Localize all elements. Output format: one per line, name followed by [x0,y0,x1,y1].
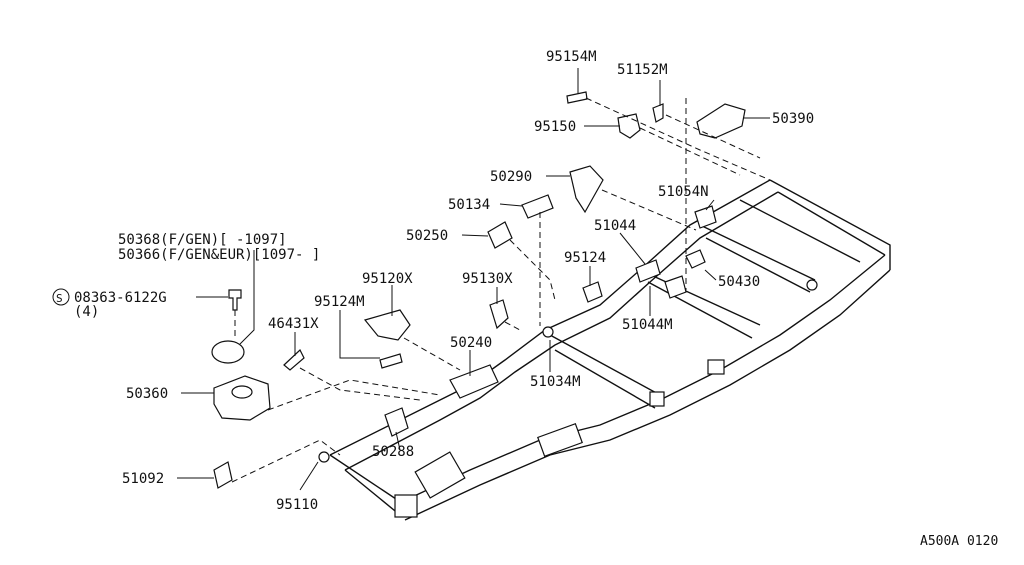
label-95154m: 95154M [546,49,597,65]
label-50134: 50134 [448,197,490,213]
part-50134-shape [521,194,554,219]
label-95120x: 95120X [362,271,413,287]
parts [211,91,746,489]
part-51044-shape [635,259,661,283]
part-51054n-shape [694,205,717,229]
part-50290-shape [569,165,604,214]
part-bolt-shape [228,289,242,311]
label-95130x: 95130X [462,271,513,287]
s-mark: S [56,292,63,305]
part-50240-shape [449,364,499,399]
part-51044m-shape [664,275,687,299]
part-95130x-shape [489,299,509,330]
part-95124m-shape [379,353,403,369]
part-50250-shape [487,221,513,249]
part-51152m-shape [652,103,664,123]
label-50430: 50430 [718,274,760,290]
chassis-frame [318,179,891,521]
label-50360: 50360 [126,386,168,402]
part-95120x-shape [363,309,411,341]
part-50390-shape [696,103,746,139]
label-51152m: 51152M [617,62,668,78]
label-50390: 50390 [772,111,814,127]
part-51092-shape [213,461,233,489]
label-51092: 51092 [122,471,164,487]
label-51054n: 51054N [658,184,709,200]
leader-lines [177,68,771,491]
label-95124m: 95124M [314,294,365,310]
label-qty-4: (4) [74,304,99,320]
label-50240: 50240 [450,335,492,351]
part-50430-shape [685,249,706,269]
diagram-code: A500A 0120 [920,534,998,549]
label-50366: 50366(F/GEN&EUR)[1097- ] [118,247,320,263]
part-46431x-shape [283,349,305,371]
label-95110: 95110 [276,497,318,513]
label-51034m: 51034M [530,374,581,390]
part-cap-shape [211,340,245,364]
part-95124-shape [582,281,603,303]
label-50368: 50368(F/GEN)[ -1097] [118,232,287,248]
label-51044m: 51044M [622,317,673,333]
label-08363-6122g: 08363-6122G [74,290,167,306]
part-50288-shape [384,407,409,437]
part-labels: 95154M 51152M 95150 50390 50290 51054N 5… [52,49,998,549]
label-95124: 95124 [564,250,606,266]
label-50250: 50250 [406,228,448,244]
part-95150-shape [617,113,641,139]
label-50288: 50288 [372,444,414,460]
label-50290: 50290 [490,169,532,185]
part-95154m-shape [566,91,588,104]
label-51044: 51044 [594,218,636,234]
label-46431x: 46431X [268,316,319,332]
s-circle-icon [52,288,70,306]
label-95150: 95150 [534,119,576,135]
